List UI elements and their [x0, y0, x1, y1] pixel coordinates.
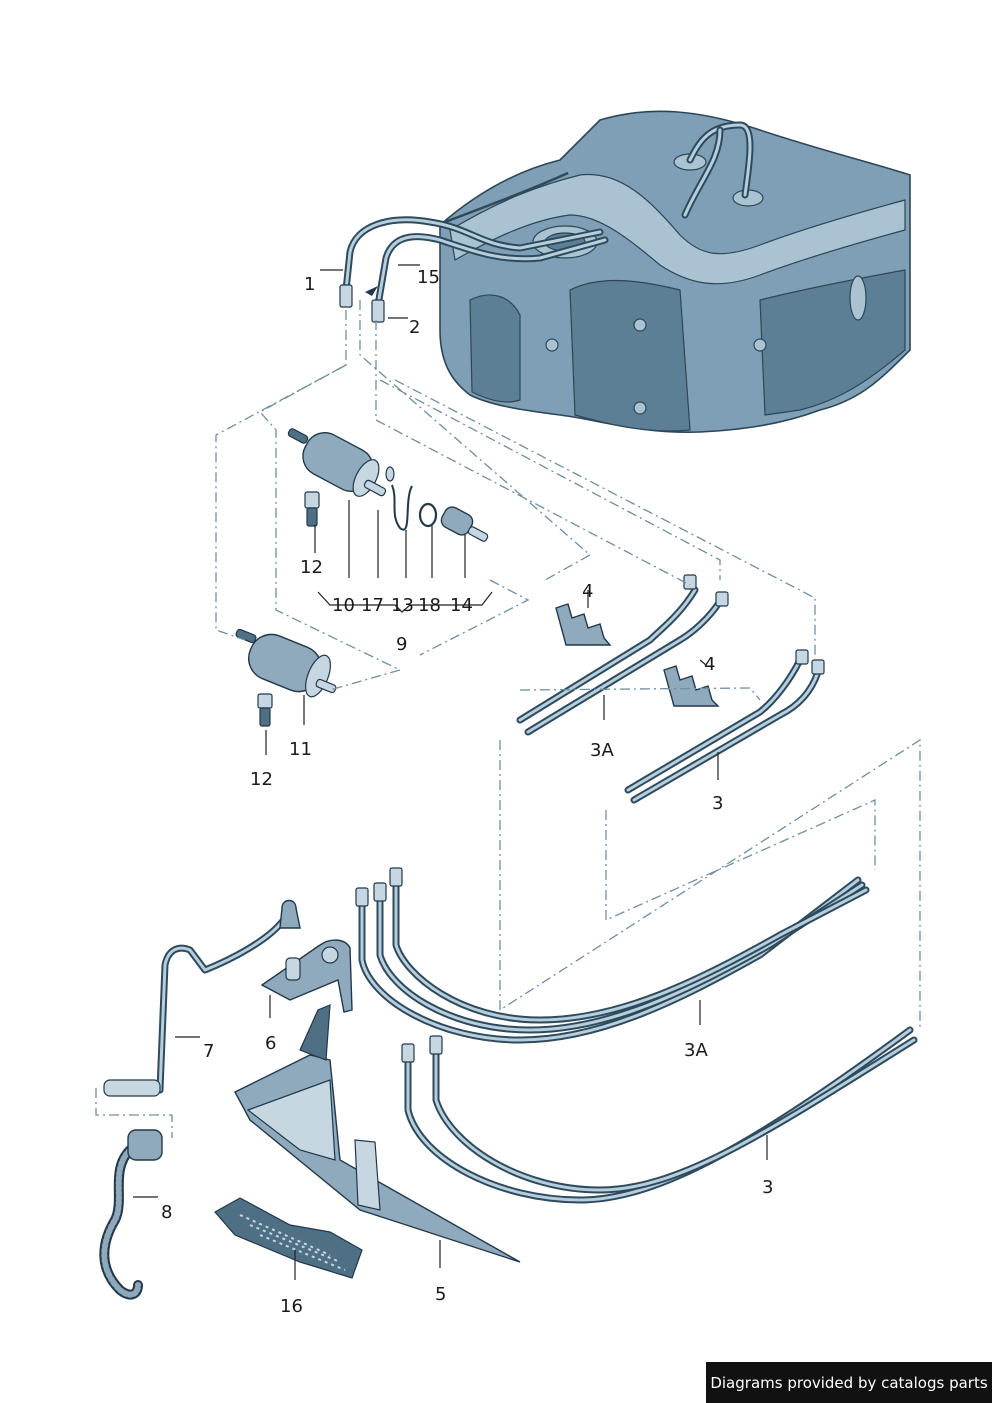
callout-3A-lower: 3A	[684, 1040, 708, 1061]
callout-6: 6	[265, 1033, 276, 1054]
callout-14: 14	[450, 595, 473, 616]
pad-16	[214, 1197, 363, 1279]
fuel-lines-1-2	[339, 216, 609, 323]
leader-lines	[133, 264, 768, 1280]
bracket-6	[260, 939, 353, 1013]
line-7-and-hose-8	[99, 899, 301, 1300]
fuel-filter-assembly	[287, 428, 489, 542]
callout-4-top: 4	[582, 581, 593, 602]
heat-shield-5	[234, 1004, 521, 1263]
callout-1: 1	[304, 274, 315, 295]
long-lines-3	[401, 1026, 918, 1204]
fuel-filter-11	[235, 628, 337, 727]
callout-8: 8	[161, 1202, 172, 1223]
callout-5: 5	[435, 1284, 446, 1305]
callout-2: 2	[409, 317, 420, 338]
callout-11: 11	[289, 739, 312, 760]
callout-12-bottom: 12	[250, 769, 273, 790]
callout-7: 7	[203, 1041, 214, 1062]
callout-16: 16	[280, 1296, 303, 1317]
fuel-tank	[439, 110, 911, 433]
clips-and-short-lines	[516, 574, 825, 804]
callout-18: 18	[418, 595, 441, 616]
credit-banner: Diagrams provided by catalogs parts	[706, 1362, 992, 1403]
callout-13: 13	[391, 595, 414, 616]
callout-9: 9	[396, 634, 407, 655]
long-lines-3A	[355, 867, 870, 1044]
callout-17: 17	[361, 595, 384, 616]
callout-15: 15	[417, 267, 440, 288]
callout-4-bottom: 4	[704, 654, 715, 675]
callout-12-top: 12	[300, 557, 323, 578]
assembly-dash-lines	[95, 300, 921, 1138]
callouts: 1 15 2 12 10 17 13 18 14 9 11 12 4 4 3A …	[161, 267, 773, 1317]
callout-3A-upper: 3A	[590, 740, 614, 761]
callout-3-lower: 3	[762, 1177, 773, 1198]
callout-3-upper: 3	[712, 793, 723, 814]
callout-10: 10	[332, 595, 355, 616]
